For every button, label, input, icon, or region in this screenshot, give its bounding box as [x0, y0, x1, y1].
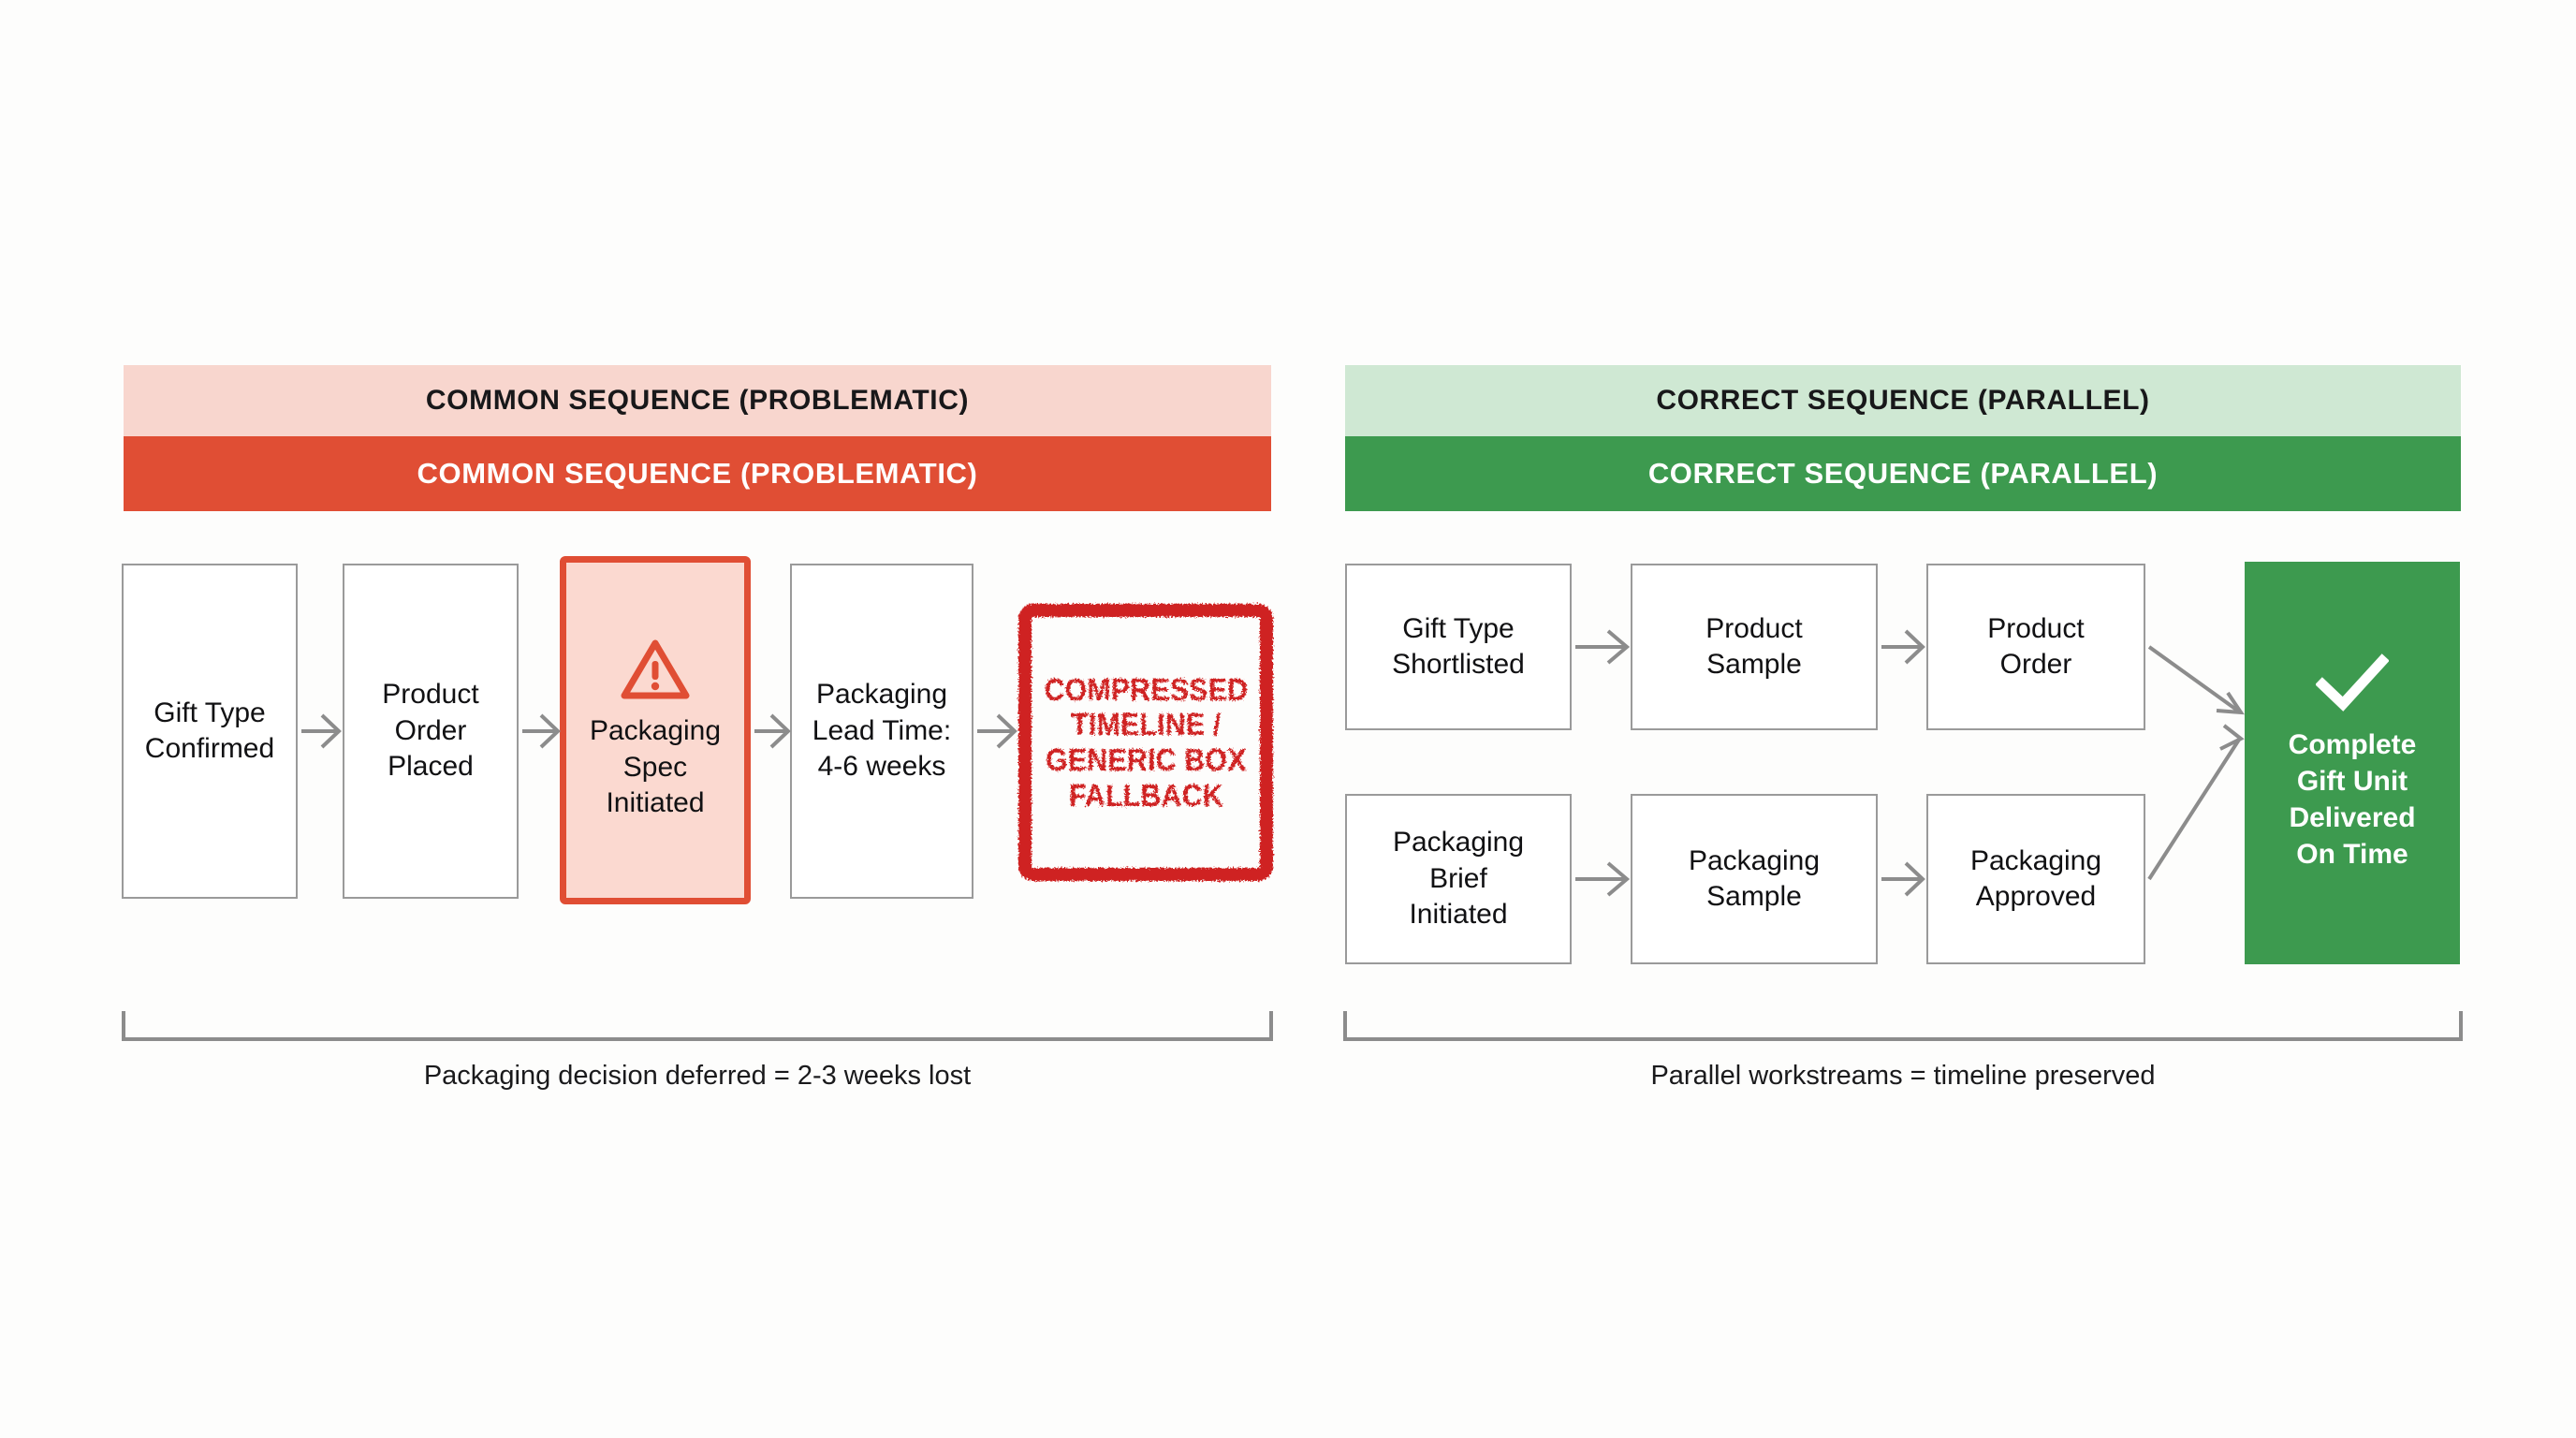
- node-label: Packaging Lead Time: 4-6 weeks: [812, 677, 951, 785]
- node-packaging-brief-initiated[interactable]: Packaging Brief Initiated: [1345, 794, 1572, 964]
- left-header-light: COMMON SEQUENCE (PROBLEMATIC): [124, 365, 1271, 436]
- stamp-compressed-timeline[interactable]: COMPRESSED TIMELINE / GENERIC BOX FALLBA…: [1018, 604, 1273, 881]
- node-line-1: Product: [1705, 612, 1803, 644]
- node-label: Complete Gift Unit Delivered On Time: [2289, 726, 2417, 873]
- node-line-1: Product: [1987, 612, 2085, 644]
- node-product-order-placed[interactable]: Product Order Placed: [343, 564, 519, 899]
- check-mark-icon: [2315, 653, 2390, 712]
- right-header-solid: CORRECT SEQUENCE (PARALLEL): [1345, 436, 2461, 511]
- node-line-2: Lead Time:: [812, 714, 952, 746]
- node-gift-type-confirmed[interactable]: Gift Type Confirmed: [122, 564, 298, 899]
- left-header-solid: COMMON SEQUENCE (PROBLEMATIC): [124, 436, 1271, 511]
- node-label: Product Order: [1987, 611, 2084, 683]
- node-line-2: Shortlisted: [1392, 649, 1525, 680]
- node-label: Gift Type Confirmed: [145, 696, 274, 768]
- node-label: Product Order Placed: [382, 677, 478, 785]
- node-line-1: Product: [382, 679, 479, 711]
- node-line-2: Order: [394, 714, 467, 746]
- node-label: Packaging Sample: [1689, 844, 1820, 916]
- node-gift-type-shortlisted[interactable]: Gift Type Shortlisted: [1345, 564, 1572, 730]
- node-line-1: Packaging: [815, 679, 948, 711]
- node-line-2: Order: [1999, 649, 2072, 680]
- node-line-2: Approved: [1975, 881, 2097, 912]
- node-line-1: Packaging: [1969, 844, 2102, 876]
- node-label: Packaging Brief Initiated: [1393, 825, 1524, 932]
- stamp-line-4: FALLBACK: [1068, 777, 1223, 813]
- node-line-2: Sample: [1706, 881, 1802, 912]
- node-line-2: Sample: [1706, 649, 1802, 680]
- node-line-4: On Time: [2296, 839, 2408, 870]
- node-line-2: Spec: [622, 751, 688, 783]
- stamp-line-1: COMPRESSED: [1044, 671, 1248, 707]
- left-panel: COMMON SEQUENCE (PROBLEMATIC) COMMON SEQ…: [124, 365, 1271, 511]
- node-line-1: Gift Type: [154, 697, 266, 728]
- warning-triangle-icon: [621, 638, 690, 700]
- left-caption: Packaging decision deferred = 2-3 weeks …: [423, 1061, 972, 1091]
- node-line-1: Packaging: [589, 715, 722, 747]
- node-line-1: Complete: [2288, 729, 2417, 760]
- node-line-3: Delivered: [2289, 802, 2416, 833]
- node-line-3: 4-6 weeks: [817, 751, 946, 783]
- node-complete-gift-unit-delivered[interactable]: Complete Gift Unit Delivered On Time: [2245, 562, 2460, 964]
- node-line-2: Gift Unit: [2296, 766, 2408, 797]
- node-packaging-spec-initiated[interactable]: Packaging Spec Initiated: [560, 556, 751, 904]
- node-product-sample[interactable]: Product Sample: [1631, 564, 1878, 730]
- node-packaging-sample[interactable]: Packaging Sample: [1631, 794, 1878, 964]
- node-line-3: Initiated: [606, 787, 705, 819]
- stamp-text: COMPRESSED TIMELINE / GENERIC BOX FALLBA…: [1044, 672, 1248, 813]
- right-panel: CORRECT SEQUENCE (PARALLEL) CORRECT SEQU…: [1345, 365, 2461, 511]
- node-label: Product Sample: [1705, 611, 1802, 683]
- node-line-1: Gift Type: [1402, 612, 1515, 644]
- node-packaging-lead-time[interactable]: Packaging Lead Time: 4-6 weeks: [790, 564, 973, 899]
- right-caption: Parallel workstreams = timeline preserve…: [1650, 1061, 2156, 1091]
- stamp-line-3: GENERIC BOX: [1045, 742, 1247, 777]
- node-line-2: Brief: [1429, 862, 1487, 894]
- right-header-light: CORRECT SEQUENCE (PARALLEL): [1345, 365, 2461, 436]
- node-line-1: Packaging: [1392, 827, 1525, 858]
- node-line-3: Initiated: [1409, 899, 1508, 931]
- node-label: Packaging Spec Initiated: [590, 713, 721, 821]
- node-product-order[interactable]: Product Order: [1926, 564, 2145, 730]
- node-line-2: Confirmed: [144, 733, 275, 764]
- node-line-1: Packaging: [1688, 844, 1821, 876]
- node-line-3: Placed: [388, 751, 474, 783]
- node-label: Packaging Approved: [1970, 844, 2101, 916]
- node-packaging-approved[interactable]: Packaging Approved: [1926, 794, 2145, 964]
- node-label: Gift Type Shortlisted: [1392, 611, 1525, 683]
- stamp-line-2: TIMELINE /: [1070, 707, 1222, 742]
